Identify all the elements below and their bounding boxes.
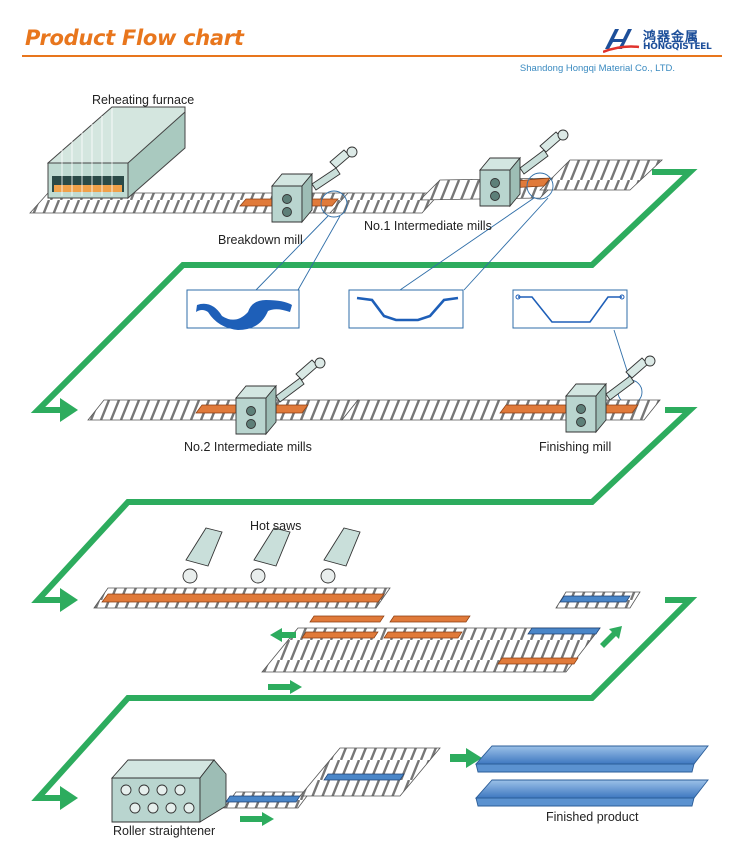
header: Product Flow chart 鸿器金属 HONGQISTEEL Shan… (0, 0, 750, 80)
no2-intermediate-mill (235, 357, 326, 436)
label-hot-saws: Hot saws (250, 519, 302, 533)
logo-english-text: HONGQISTEEL (643, 42, 712, 52)
breakdown-mill (271, 146, 358, 224)
finished-product-profiles (474, 745, 709, 807)
small-flow-arrows-row3 (268, 626, 622, 694)
logo-chinese-text: 鸿器金属 (643, 29, 700, 44)
finishing-mill (565, 355, 656, 434)
page-title: Product Flow chart (25, 26, 244, 50)
reheating-furnace (46, 106, 186, 200)
no1-intermediate-mill (479, 129, 569, 208)
label-no1-intermediate-mills: No.1 Intermediate mills (364, 219, 492, 233)
hq-logo-icon (603, 29, 640, 54)
roller-straightener (110, 759, 227, 823)
cooling-bed-row3 (93, 587, 641, 673)
profile-boxes (186, 289, 628, 330)
label-finished-product: Finished product (546, 810, 639, 824)
label-roller-straightener: Roller straightener (113, 824, 216, 838)
flow-arrowheads (60, 398, 78, 810)
label-breakdown-mill: Breakdown mill (218, 233, 303, 247)
label-no2-intermediate-mills: No.2 Intermediate mills (184, 440, 312, 454)
label-reheating-furnace: Reheating furnace (92, 93, 195, 107)
small-flow-arrows-row4 (240, 748, 482, 826)
company-name: Shandong Hongqi Material Co., LTD. (519, 63, 675, 74)
company-logo: 鸿器金属 HONGQISTEEL (603, 25, 723, 55)
title-underline (22, 55, 722, 57)
flow-path-green (30, 169, 698, 801)
hot-saws (182, 527, 361, 584)
label-finishing-mill: Finishing mill (539, 440, 612, 454)
output-table-row4 (223, 747, 441, 809)
